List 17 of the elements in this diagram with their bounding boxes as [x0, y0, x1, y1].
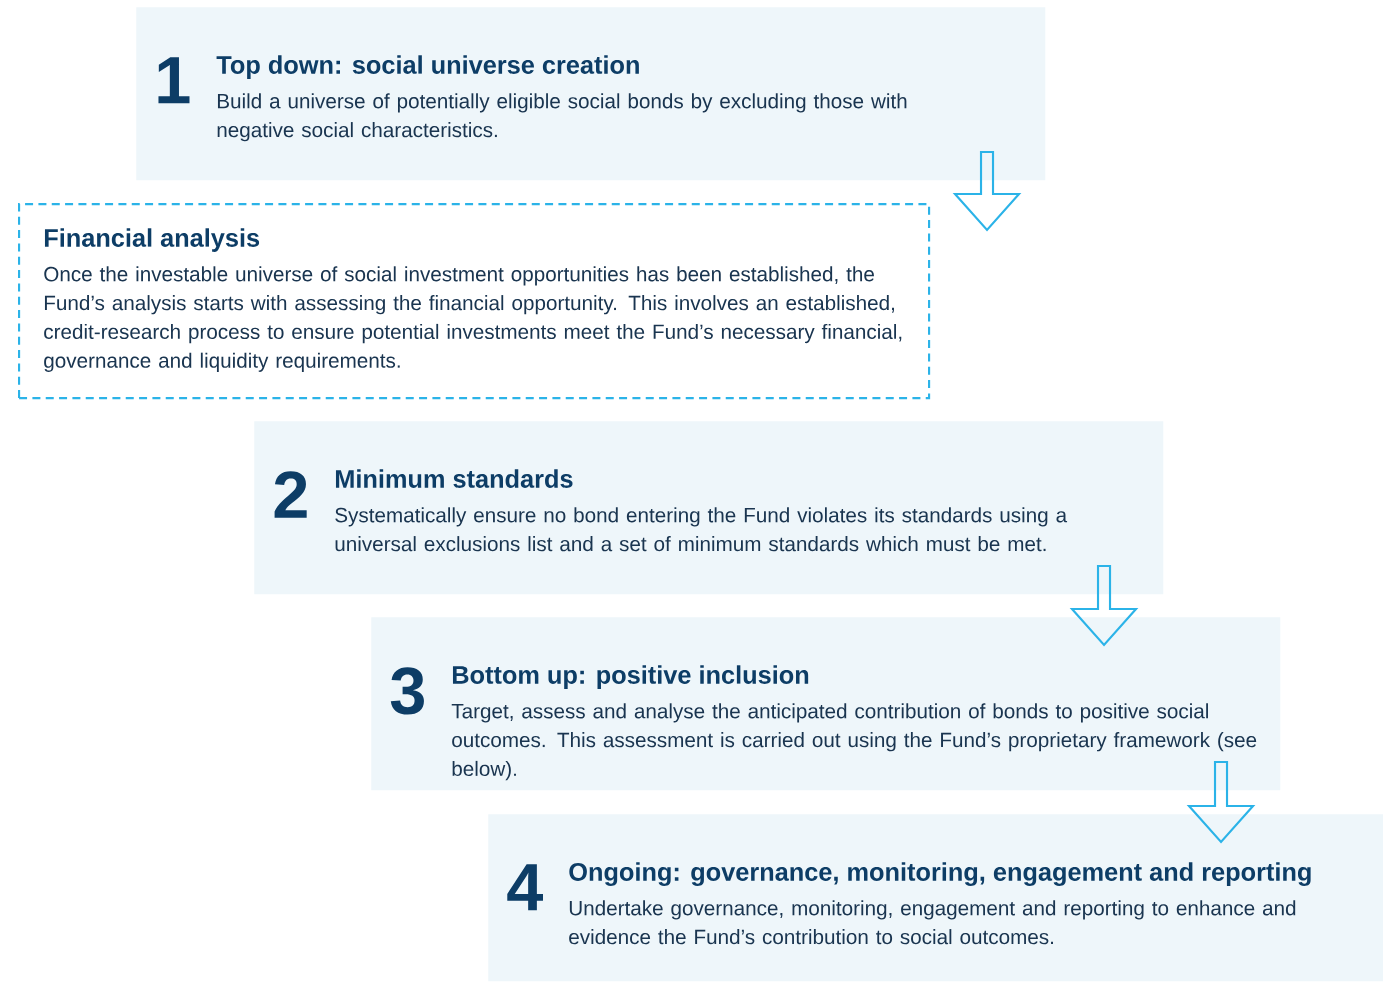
- description: Once the investable universe of social investment opportunities has been established, the Fund’s analysis starts with assessing the financial opportunity. This involves an established, credit-research process to ensure potential investments meet the Fund’s necessary financial, governance and liquidity requirements.: [44, 266, 902, 372]
- heading: Financial analysis: [44, 228, 260, 252]
- heading: Bottom up: positive inclusion: [452, 665, 809, 689]
- step-number: 1: [158, 57, 190, 104]
- description: Build a universe of potentially eligible social bonds by excluding those with negative social characteristics.: [217, 93, 907, 142]
- arrow: [1186, 760, 1256, 844]
- heading: Minimum standards: [335, 469, 573, 488]
- heading: Ongoing: governance, monitoring, engagement and reporting: [569, 862, 1311, 886]
- heading: Top down: social universe creation: [216, 55, 639, 79]
- step-number: 3: [390, 667, 424, 715]
- description: Target, assess and analyse the anticipated contribution of bonds to positive social outcomes. This assessment is carried out using the Fund’s proprietary framework (see below).: [451, 703, 1257, 781]
- arrow: [952, 150, 1022, 232]
- description: Undertake governance, monitoring, engagement and reporting to enhance and evidence the Fund’s contribution to social outcomes.: [569, 900, 1296, 945]
- description: Systematically ensure no bond entering the Fund violates its standards using a universal exclusions list and a set of minimum standards which must be met.: [335, 507, 1068, 552]
- step-number: 2: [274, 471, 307, 518]
- arrow: [1069, 564, 1139, 647]
- step-number: 4: [507, 864, 543, 911]
